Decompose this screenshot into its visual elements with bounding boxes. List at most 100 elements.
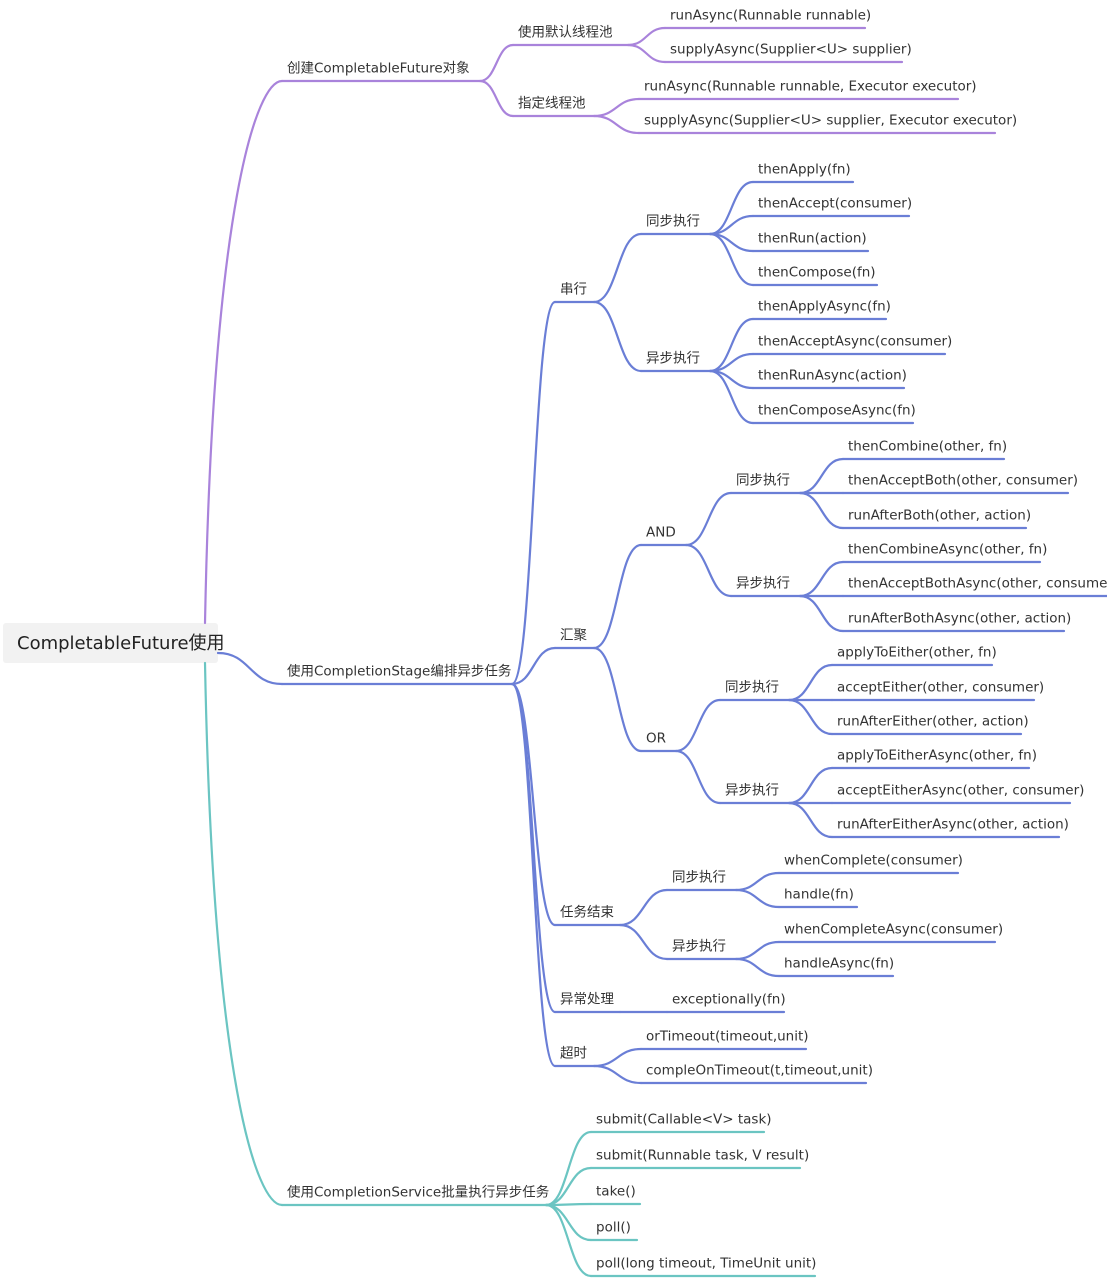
exception-connector <box>510 682 557 1014</box>
node-and-async[interactable]: 异步执行 <box>736 576 790 592</box>
root-label: CompletableFuture使用 <box>17 633 225 654</box>
thencombineasync-connector <box>798 560 845 598</box>
node-thenacceptasync[interactable]: thenAcceptAsync(consumer) <box>758 334 952 350</box>
applytoeither-connector <box>787 663 834 702</box>
node-handle[interactable]: handle(fn) <box>784 887 854 903</box>
node-runaftereither[interactable]: runAfterEither(other, action) <box>837 714 1029 730</box>
node-thenacceptboth[interactable]: thenAcceptBoth(other, consumer) <box>848 473 1078 489</box>
runafterboth-connector <box>798 491 845 530</box>
node-thenrunasync[interactable]: thenRunAsync(action) <box>758 368 907 384</box>
finish-async-connector <box>618 923 669 961</box>
node-thenaccept[interactable]: thenAccept(consumer) <box>758 196 912 212</box>
node-submit-runnable[interactable]: submit(Runnable task, V result) <box>596 1148 809 1164</box>
node-supplyasync-exec[interactable]: supplyAsync(Supplier<U> supplier, Execut… <box>644 113 1017 129</box>
and-sync-connector <box>684 491 733 547</box>
and-connector <box>592 543 643 650</box>
node-runaftereitherasync[interactable]: runAfterEitherAsync(other, action) <box>837 817 1069 833</box>
node-serial-async[interactable]: 异步执行 <box>646 351 700 367</box>
branch-service[interactable]: 使用CompletionService批量执行异步任务 <box>287 1184 549 1201</box>
handleasync-connector <box>734 957 781 978</box>
node-thencompose[interactable]: thenCompose(fn) <box>758 265 876 281</box>
node-thenacceptbothasync[interactable]: thenAcceptBothAsync(other, consumer) <box>848 576 1107 592</box>
timeout-connector <box>510 682 557 1068</box>
poll-connector <box>544 1203 593 1242</box>
thencombine-connector <box>798 457 845 495</box>
node-finish[interactable]: 任务结束 <box>560 905 614 921</box>
node-custom-pool[interactable]: 指定线程池 <box>518 96 586 112</box>
root-node[interactable]: CompletableFuture使用 <box>3 623 225 663</box>
or-sync-connector <box>674 698 722 753</box>
branch-create[interactable]: 创建CompletableFuture对象 <box>287 61 470 77</box>
node-supplyasync[interactable]: supplyAsync(Supplier<U> supplier) <box>670 42 912 58</box>
or-connector <box>592 646 643 753</box>
node-thencombineasync[interactable]: thenCombineAsync(other, fn) <box>848 542 1047 558</box>
root-box <box>3 623 218 663</box>
node-exception[interactable]: 异常处理 <box>560 992 614 1008</box>
node-and-sync[interactable]: 同步执行 <box>736 473 790 489</box>
node-whencomplete[interactable]: whenComplete(consumer) <box>784 853 963 869</box>
runaftereitherasync-connector <box>787 801 834 839</box>
branch-stage[interactable]: 使用CompletionStage编排异步任务 <box>287 663 511 680</box>
node-default-pool[interactable]: 使用默认线程池 <box>518 24 613 41</box>
finish-sync-connector <box>618 888 669 927</box>
ortimeout-connector <box>592 1047 643 1068</box>
node-runafterboth[interactable]: runAfterBoth(other, action) <box>848 508 1031 524</box>
node-handleasync[interactable]: handleAsync(fn) <box>784 956 894 972</box>
default-pool-connector <box>478 43 515 83</box>
node-and[interactable]: AND <box>646 525 676 541</box>
node-accepteitherasync[interactable]: acceptEitherAsync(other, consumer) <box>837 783 1084 799</box>
whencomplete-connector <box>734 871 781 892</box>
supplyasync-connector <box>626 43 667 64</box>
node-serial-sync[interactable]: 同步执行 <box>646 214 700 230</box>
or-async-connector <box>674 749 722 805</box>
stage-connector <box>216 651 284 686</box>
submit-callable-connector <box>544 1130 593 1207</box>
node-applytoeither[interactable]: applyToEither(other, fn) <box>837 645 997 661</box>
node-runasync[interactable]: runAsync(Runnable runnable) <box>670 8 871 24</box>
runafterbothasync-connector <box>798 594 845 633</box>
node-accepteither[interactable]: acceptEither(other, consumer) <box>837 680 1044 696</box>
node-finish-async[interactable]: 异步执行 <box>672 939 726 955</box>
node-take[interactable]: take() <box>596 1184 636 1200</box>
compleontimeout-connector <box>592 1064 643 1085</box>
thencompose-connector <box>708 232 755 287</box>
node-thenrun[interactable]: thenRun(action) <box>758 231 867 247</box>
applytoeitherasync-connector <box>787 766 834 805</box>
runasync-connector <box>626 26 667 47</box>
thencomposeasync-connector <box>708 369 755 425</box>
take-connector <box>544 1202 593 1207</box>
node-finish-sync[interactable]: 同步执行 <box>672 870 726 886</box>
node-whencompleteasync[interactable]: whenCompleteAsync(consumer) <box>784 922 1003 938</box>
node-thencombine[interactable]: thenCombine(other, fn) <box>848 439 1007 455</box>
runasync-exec-connector <box>592 97 641 118</box>
create-connector <box>203 79 284 625</box>
node-timeout[interactable]: 超时 <box>560 1046 587 1062</box>
node-or[interactable]: OR <box>646 731 666 747</box>
service-connector <box>203 661 284 1207</box>
handle-connector <box>734 888 781 909</box>
node-serial[interactable]: 串行 <box>560 282 587 298</box>
node-runafterbothasync[interactable]: runAfterBothAsync(other, action) <box>848 611 1071 627</box>
submit-runnable-connector <box>544 1166 593 1207</box>
node-ortimeout[interactable]: orTimeout(timeout,unit) <box>646 1029 809 1045</box>
custom-pool-connector <box>478 79 515 118</box>
node-compleontimeout[interactable]: compleOnTimeout(t,timeout,unit) <box>646 1063 873 1079</box>
merge-connector <box>510 646 557 686</box>
node-poll[interactable]: poll() <box>596 1220 631 1236</box>
node-thenapply[interactable]: thenApply(fn) <box>758 162 851 178</box>
node-poll-timeout[interactable]: poll(long timeout, TimeUnit unit) <box>596 1256 816 1272</box>
node-thencomposeasync[interactable]: thenComposeAsync(fn) <box>758 403 916 419</box>
node-runasync-exec[interactable]: runAsync(Runnable runnable, Executor exe… <box>644 79 977 95</box>
node-thenapplyasync[interactable]: thenApplyAsync(fn) <box>758 299 891 315</box>
serial-connector <box>510 300 557 686</box>
node-or-async[interactable]: 异步执行 <box>725 783 779 799</box>
whencompleteasync-connector <box>734 940 781 961</box>
node-applytoeitherasync[interactable]: applyToEitherAsync(other, fn) <box>837 748 1037 764</box>
node-exceptionally[interactable]: exceptionally(fn) <box>672 992 786 1008</box>
runaftereither-connector <box>787 698 834 736</box>
node-submit-callable[interactable]: submit(Callable<V> task) <box>596 1112 772 1128</box>
supplyasync-exec-connector <box>592 114 641 135</box>
node-or-sync[interactable]: 同步执行 <box>725 680 779 696</box>
node-merge[interactable]: 汇聚 <box>560 628 588 644</box>
